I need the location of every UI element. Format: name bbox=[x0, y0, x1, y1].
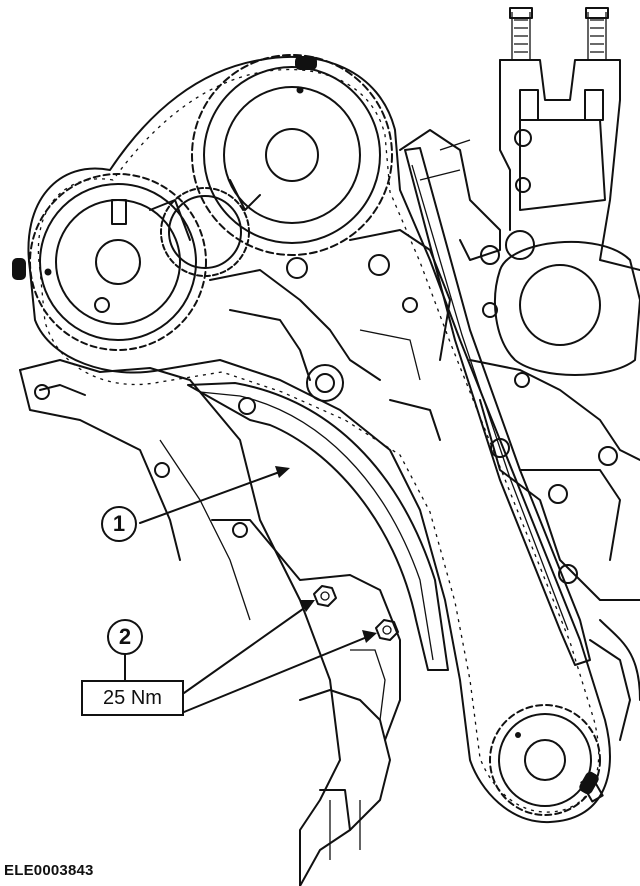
camshaft-sprocket-right bbox=[191, 54, 393, 256]
callout-1-circle: 1 bbox=[101, 506, 137, 542]
crankshaft-sprocket bbox=[489, 704, 604, 816]
figure-id: ELE0003843 bbox=[4, 862, 94, 879]
torque-spec-box: 25 Nm bbox=[81, 680, 184, 716]
engine-block-outline bbox=[19, 7, 640, 886]
callout-2-number: 2 bbox=[118, 624, 132, 649]
right-chain-guide bbox=[404, 147, 591, 666]
leader-lines bbox=[124, 466, 377, 713]
left-chain-guide bbox=[187, 382, 449, 671]
guide-bolts bbox=[313, 585, 399, 641]
timing-chain bbox=[12, 55, 611, 824]
callout-1-number: 1 bbox=[112, 511, 126, 536]
camshaft-sprocket-left bbox=[29, 173, 207, 351]
torque-spec-value: 25 Nm bbox=[103, 686, 162, 709]
callout-2-circle: 2 bbox=[107, 619, 143, 655]
